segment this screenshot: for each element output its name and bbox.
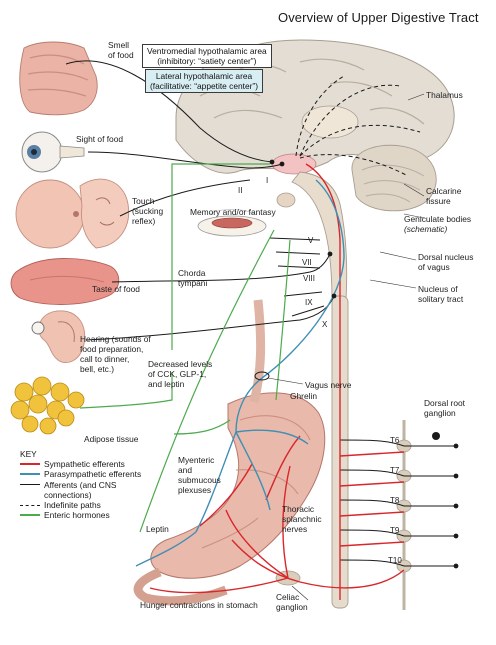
cn-ii: II: [238, 186, 243, 195]
sympathetic-efferents: [149, 163, 405, 600]
sympathetic-chain: [396, 420, 440, 610]
cn-viii: VIII: [303, 274, 316, 283]
legend-item-enteric: Enteric hormones: [20, 510, 141, 520]
nasal-cavity: [19, 41, 98, 116]
cn-i: I: [266, 176, 269, 185]
label-sight: Sight of food: [76, 134, 124, 144]
vmh-line-1: Ventromedial hypothalamic area: [147, 46, 267, 56]
label-leptin: Leptin: [146, 524, 169, 534]
label-vagus-nerve: Vagus nerve: [305, 380, 352, 390]
lha-line-1: Lateral hypothalamic area: [155, 71, 253, 81]
legend-item-parasympathetic: Parasympathetic efferents: [20, 469, 141, 479]
legend-swatch-enteric: [20, 514, 40, 517]
label-taste: Taste of food: [92, 284, 140, 294]
lha-line-2: (facilitative: “appetite center”): [150, 81, 258, 91]
legend-title: KEY: [20, 449, 37, 459]
thoracic-t6: T6: [390, 436, 400, 445]
thoracic-t7: T7: [390, 466, 400, 475]
cn-ix: IX: [305, 298, 313, 307]
eye: [21, 131, 85, 173]
label-adipose: Adipose tissue: [84, 434, 139, 444]
lateral-hypothalamic-box: Lateral hypothalamic area (facilitative:…: [145, 69, 263, 93]
vagus-ring: [254, 371, 270, 381]
legend-swatch-afferents: [20, 484, 40, 486]
synapse-dots: [269, 159, 459, 569]
thoracic-t10: T10: [388, 556, 402, 565]
cn-x: X: [322, 320, 328, 329]
thoracic-t9: T9: [390, 526, 400, 535]
parasympathetic-efferents: [135, 179, 345, 567]
cn-v: V: [308, 236, 314, 245]
legend-swatch-parasympathetic: [20, 473, 40, 476]
indefinite-paths: [295, 75, 421, 177]
label-hunger: Hunger contractions in stomach: [140, 600, 258, 610]
label-thalamus: Thalamus: [426, 90, 463, 100]
label-ghrelin: Ghrelin: [290, 391, 317, 401]
label-geniculate: Geniculate bodies (schematic): [404, 214, 472, 234]
legend-item-afferents-cont: connections): [44, 489, 92, 500]
legend-item-afferents: Afferents (and CNS: [20, 480, 141, 490]
adipose-tissue-cells: [10, 376, 85, 435]
legend-swatch-indefinite: [20, 504, 40, 506]
legend: KEY Sympathetic efferents Parasympatheti…: [20, 449, 141, 520]
tongue: [10, 257, 120, 305]
cn-vii: VII: [302, 258, 312, 267]
stomach: [133, 392, 326, 606]
memory-plate: [197, 209, 267, 237]
enteric-hormones: [79, 163, 291, 533]
ventromedial-hypothalamic-box: Ventromedial hypothalamic area (inhibito…: [142, 44, 272, 68]
afferent-paths: [65, 60, 456, 567]
thoracic-t8: T8: [390, 496, 400, 505]
label-memory: Memory and/or fantasy: [190, 207, 276, 217]
ear: [31, 310, 86, 364]
legend-swatch-sympathetic: [20, 463, 40, 466]
vmh-line-2: (inhibitory: “satiety center”): [157, 56, 257, 66]
legend-item-sympathetic: Sympathetic efferents: [20, 459, 141, 469]
esophagus: [249, 299, 266, 404]
leader-lines: [267, 93, 425, 601]
legend-item-indefinite: Indefinite paths: [20, 500, 141, 510]
page-title: Overview of Upper Digestive Tract: [278, 10, 479, 25]
infant-nursing: [15, 178, 130, 249]
